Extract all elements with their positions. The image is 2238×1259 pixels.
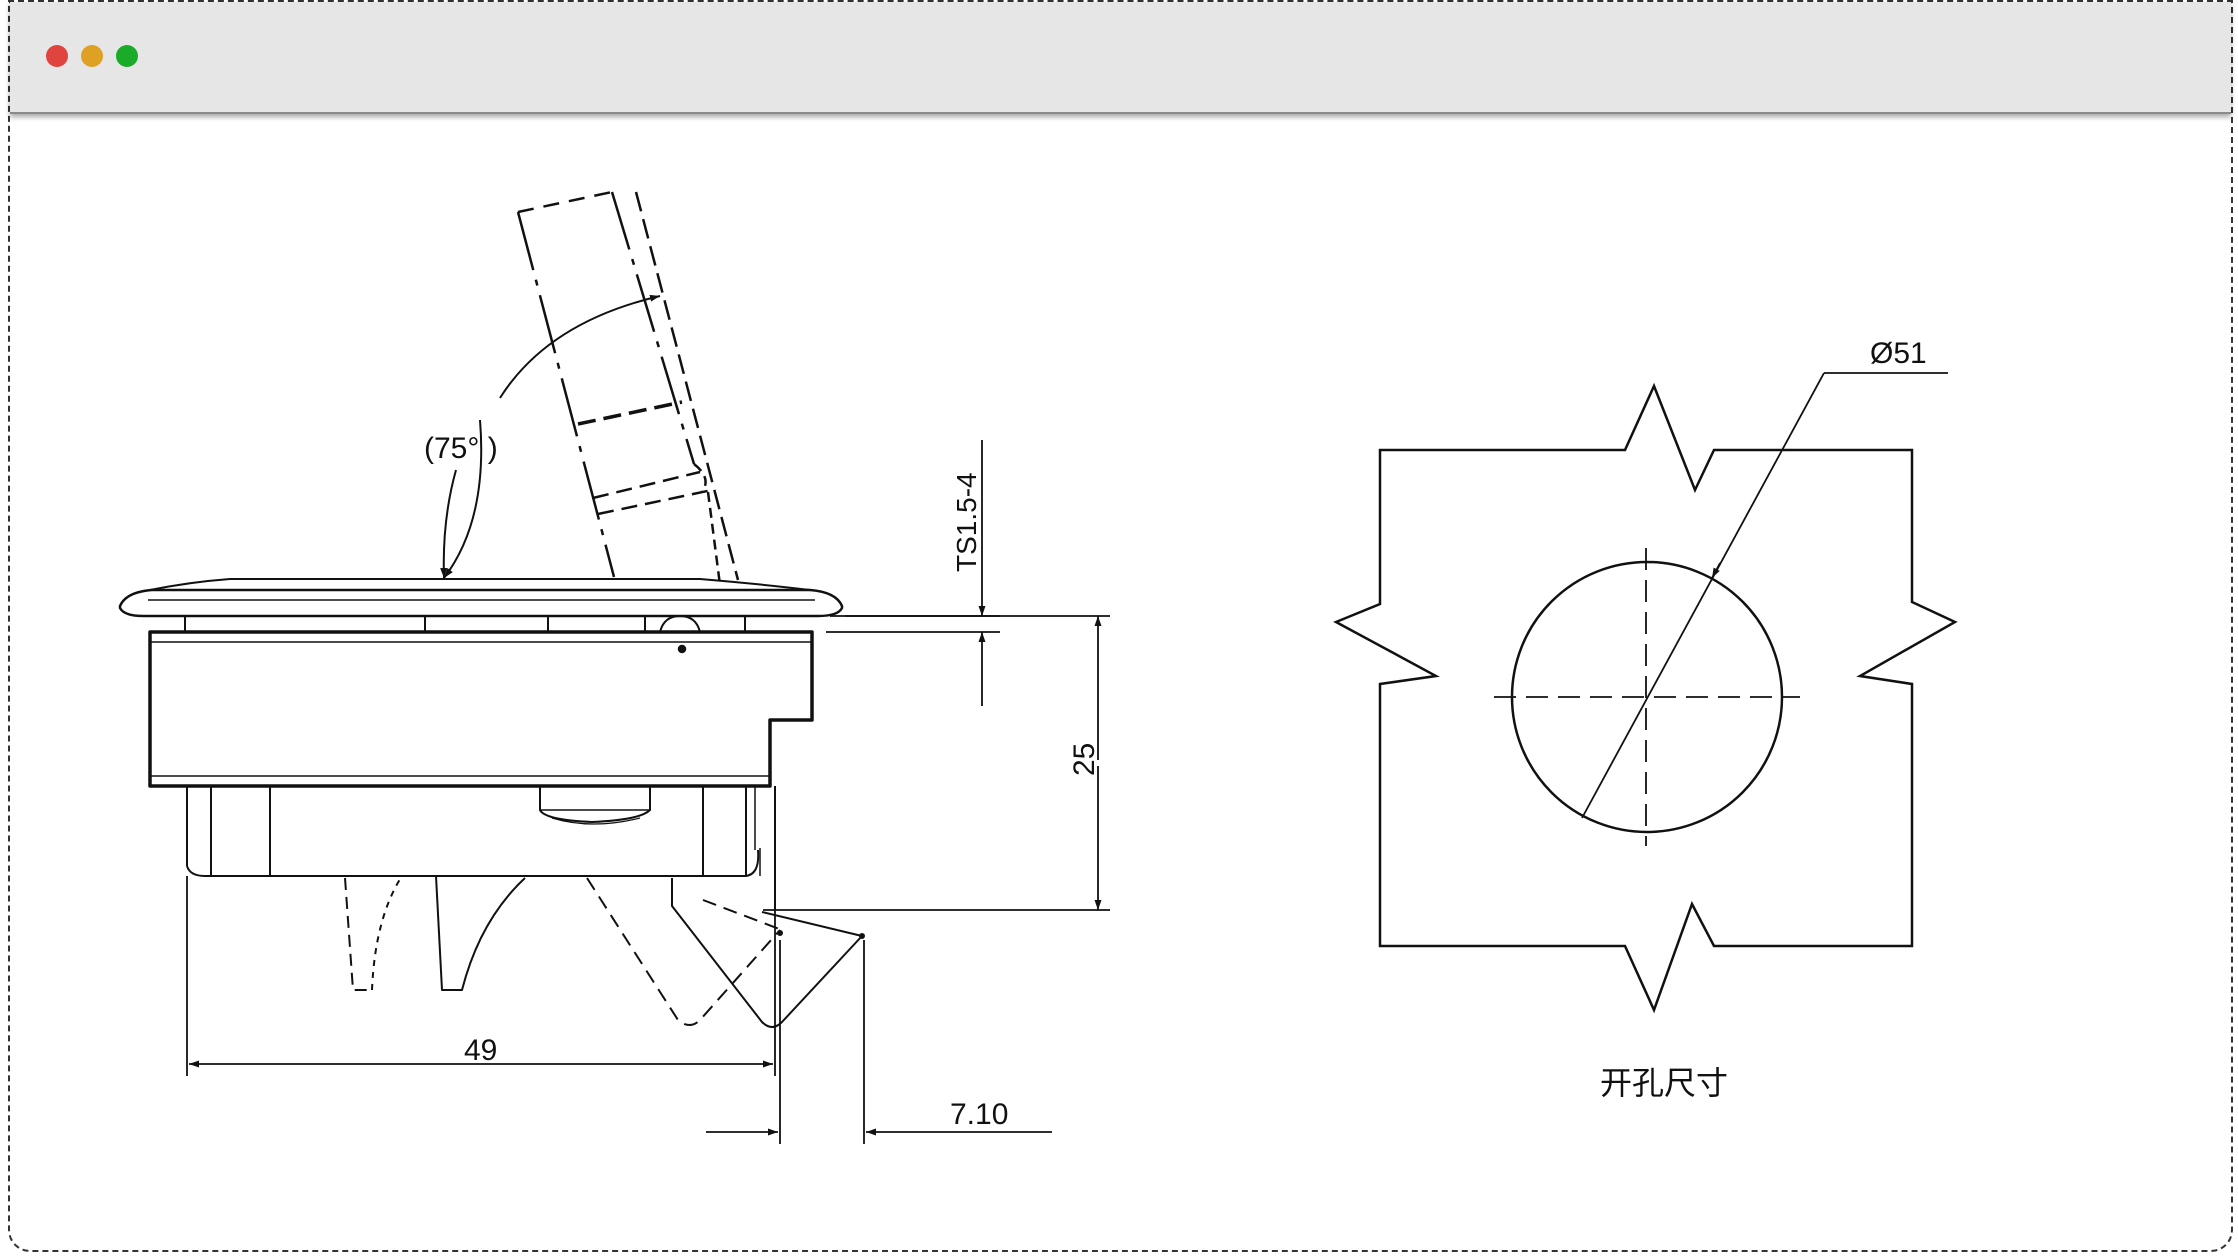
open-handle-phantom xyxy=(516,190,740,586)
width-dimension xyxy=(186,876,776,1076)
close-button[interactable] xyxy=(46,45,68,67)
cutout-view xyxy=(1333,372,1958,1014)
thickness-label: TS1.5-4 xyxy=(951,472,982,572)
housing-body xyxy=(148,630,814,788)
angle-dimension xyxy=(443,419,483,579)
offset-label: 7.10 xyxy=(950,1098,1008,1131)
angle-label: (75° ) xyxy=(424,432,498,465)
app-window xyxy=(8,0,2233,1252)
latch-tongues xyxy=(344,875,865,1028)
lower-housing xyxy=(186,786,776,910)
cutout-outline xyxy=(1333,382,1958,1014)
maximize-button[interactable] xyxy=(116,45,138,67)
flange-outline xyxy=(118,578,844,633)
minimize-button[interactable] xyxy=(81,45,103,67)
offset-dimension xyxy=(706,940,1052,1144)
angle-arc-lower xyxy=(440,469,457,579)
angle-arc-upper xyxy=(499,294,661,399)
height-label: 25 xyxy=(1068,743,1101,776)
diameter-label: Ø51 xyxy=(1870,337,1927,370)
height-dimension xyxy=(763,615,1110,911)
width-label: 49 xyxy=(464,1034,497,1067)
cutout-caption: 开孔尺寸 xyxy=(1600,1065,1728,1101)
title-bar xyxy=(10,2,2231,114)
side-view xyxy=(118,190,865,1028)
